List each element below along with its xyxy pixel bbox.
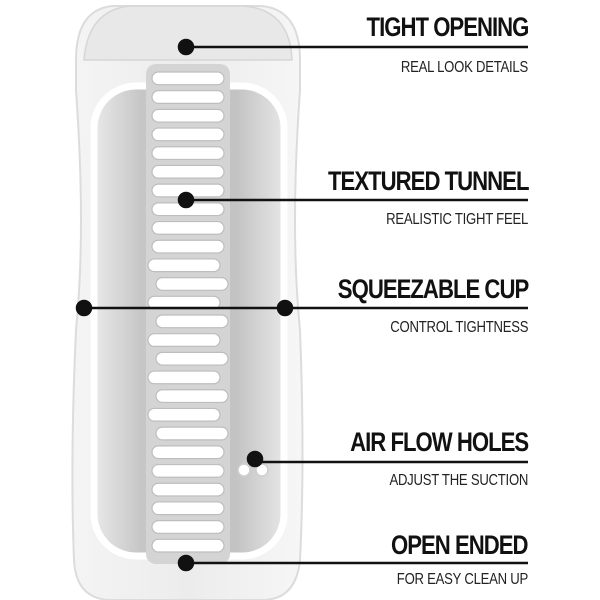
feature-title: AIR FLOW HOLES bbox=[349, 427, 529, 457]
tunnel-rib bbox=[151, 445, 225, 460]
tunnel-rib bbox=[151, 220, 225, 235]
callout-dot-open-ended bbox=[177, 554, 195, 572]
callout-lines bbox=[75, 38, 528, 572]
callout-dot-squeezable-cup-left bbox=[75, 299, 93, 317]
tunnel-rib bbox=[155, 426, 229, 441]
feature-subtitle: CONTROL TIGHTNESS bbox=[390, 319, 528, 336]
textured-tunnel-ribs bbox=[146, 64, 230, 564]
callout-dot-squeezable-cup-right bbox=[276, 299, 294, 317]
tunnel-rib bbox=[147, 370, 221, 385]
feature-subtitle: ADJUST THE SUCTION bbox=[389, 472, 528, 489]
tunnel-rib bbox=[147, 407, 221, 422]
tunnel-rib bbox=[151, 520, 225, 534]
feature-title: OPEN ENDED bbox=[391, 530, 529, 560]
feature-subtitle: FOR EASY CLEAN UP bbox=[396, 571, 528, 588]
feature-title: TIGHT OPENING bbox=[366, 12, 529, 42]
tunnel-rib bbox=[151, 71, 225, 86]
tunnel-rib bbox=[151, 538, 225, 553]
air-flow-hole bbox=[255, 463, 269, 477]
tunnel-rib bbox=[155, 351, 229, 366]
tunnel-rib bbox=[147, 258, 221, 273]
tunnel-rib bbox=[151, 463, 225, 478]
callout-dot-air-flow-holes bbox=[246, 450, 264, 468]
tunnel-rib bbox=[151, 164, 225, 179]
feature-title: TEXTURED TUNNEL bbox=[327, 166, 529, 196]
tunnel-rib bbox=[155, 277, 229, 291]
tunnel-rib bbox=[151, 239, 225, 254]
tunnel-rib bbox=[151, 482, 225, 497]
tunnel-rib bbox=[155, 389, 229, 404]
feature-subtitle: REAL LOOK DETAILS bbox=[400, 59, 528, 76]
tunnel-rib bbox=[155, 314, 229, 329]
tunnel-rib bbox=[151, 501, 225, 516]
tunnel-rib bbox=[147, 333, 221, 347]
callout-dot-textured-tunnel bbox=[177, 191, 195, 209]
air-flow-hole bbox=[237, 463, 251, 477]
tunnel-rib bbox=[151, 146, 225, 161]
tunnel-rib bbox=[151, 127, 225, 142]
tunnel-rib bbox=[151, 90, 225, 104]
feature-subtitle: REALISTIC TIGHT FEEL bbox=[386, 211, 528, 228]
callout-dot-tight-opening bbox=[177, 38, 195, 56]
feature-title: SQUEEZABLE CUP bbox=[337, 274, 529, 304]
tunnel-rib bbox=[151, 108, 225, 123]
